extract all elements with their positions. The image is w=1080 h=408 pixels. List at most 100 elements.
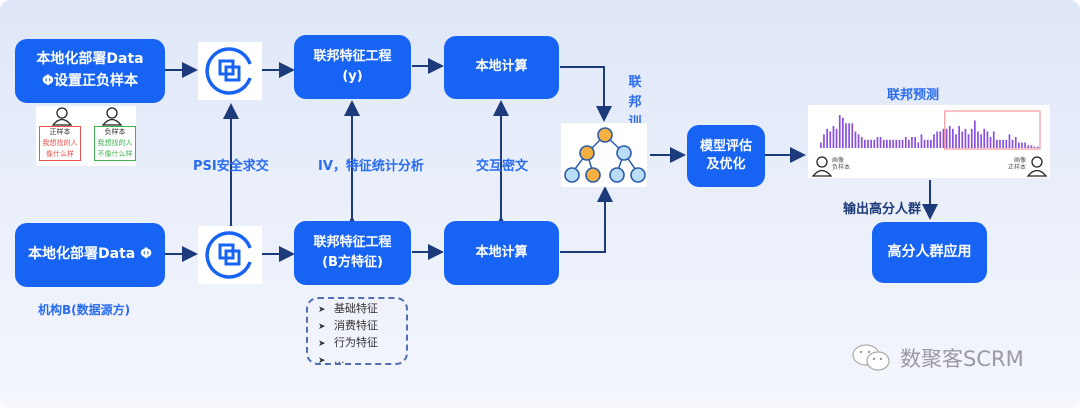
- histogram-bar: [864, 139, 866, 149]
- histogram-bar: [939, 131, 942, 148]
- histogram-bar: [964, 128, 967, 149]
- histogram-bar: [1018, 142, 1020, 148]
- histogram-bar: [933, 134, 935, 149]
- positive-sample-card: 正样本 我想找的人 像什么样: [39, 126, 81, 161]
- fed-predict-label: 联邦预测: [887, 88, 940, 103]
- histogram-bar: [930, 139, 932, 149]
- negative-portrait-caption: 画像负样本: [832, 157, 851, 171]
- histogram-bar: [1033, 146, 1036, 148]
- histogram-bar: [854, 131, 857, 148]
- histogram-bar: [923, 139, 926, 149]
- histogram-bar: [876, 137, 879, 148]
- brand-watermark: 数聚客SCRM: [850, 343, 1024, 373]
- arrow-compute-top-to-tree: [560, 66, 612, 122]
- histogram-bar: [1002, 139, 1004, 149]
- psi-label: PSI安全求交: [193, 159, 269, 174]
- histogram-bar: [892, 139, 894, 149]
- model-eval-line1: 模型评估: [699, 138, 752, 154]
- fe-bottom-line2: (B方特征): [322, 255, 383, 270]
- fe-top-box: 联邦特征工程 (y): [294, 35, 411, 99]
- compute-bottom-box: 本地计算: [444, 221, 559, 285]
- histogram-bar: [926, 139, 929, 149]
- histogram-bar: [823, 134, 825, 149]
- histogram-bar: [895, 139, 898, 149]
- histogram-bar: [952, 128, 954, 149]
- histogram-bar: [904, 137, 907, 148]
- local-data-b-label: 本地化部署Data Φ: [28, 246, 152, 263]
- histogram-bar: [879, 137, 882, 148]
- arrow-bullet-icon: ➤: [318, 322, 326, 332]
- feature-item: ➤行为特征: [318, 335, 406, 352]
- histogram-bar: [980, 134, 982, 149]
- histogram-bar: [961, 131, 964, 148]
- model-eval-box: 模型评估 及优化: [687, 125, 765, 187]
- positive-portrait-icon: [1026, 156, 1048, 177]
- histogram-bar: [989, 137, 992, 148]
- compute-top-label: 本地计算: [475, 59, 528, 75]
- histogram-bar: [996, 139, 998, 149]
- local-data-b-box: 本地化部署Data Φ: [15, 223, 165, 287]
- compute-bottom-label: 本地计算: [475, 244, 528, 260]
- negative-sample-line1: 我想找的人: [97, 139, 133, 147]
- highlight-box: [944, 110, 1041, 150]
- arrow-compute-bottom-to-tree: [560, 186, 613, 253]
- histogram-bar: [983, 128, 986, 149]
- output-label: 输出高分人群: [843, 202, 922, 217]
- org-b-label: 机构B(数据源方): [38, 303, 131, 317]
- histogram-bar: [955, 134, 957, 149]
- arrow-bullet-icon: ➤: [318, 356, 326, 366]
- histogram-bar: [848, 123, 850, 149]
- histogram-bar: [857, 134, 860, 149]
- exchange-label: 交互密文: [476, 159, 529, 174]
- fe-top-line1: 联邦特征工程: [313, 48, 392, 64]
- histogram-bar: [908, 139, 910, 149]
- feature-list: ➤基础特征 ➤消费特征 ➤行为特征 ➤...: [306, 297, 408, 366]
- positive-sample-title: 正样本: [49, 128, 71, 136]
- positive-sample-line1: 我想找的人: [42, 139, 78, 147]
- iv-label: IV，特征统计分析: [318, 159, 424, 174]
- histogram-bar: [936, 131, 938, 148]
- negative-sample-line2: 不像什么样: [97, 150, 133, 158]
- high-score-app-label: 高分人群应用: [887, 243, 972, 260]
- local-data-a-line2: Φ设置正负样本: [42, 73, 138, 89]
- feature-item: ➤基础特征: [318, 301, 406, 318]
- psi-icon-top: [198, 42, 262, 100]
- tree-icon: [561, 123, 647, 187]
- high-score-app-box: 高分人群应用: [872, 222, 987, 283]
- histogram-bar: [1024, 142, 1026, 148]
- histogram-bar: [1036, 146, 1039, 148]
- fe-bottom-box: 联邦特征工程 (B方特征): [294, 221, 411, 285]
- prediction-chart: 画像负样本 画像正样本: [808, 105, 1050, 178]
- histogram-bar: [917, 142, 920, 148]
- fe-top-line2: (y): [342, 69, 363, 84]
- histogram-bar: [898, 139, 901, 149]
- histogram-bar: [977, 131, 979, 148]
- histogram-bar: [1011, 139, 1014, 149]
- negative-sample-card: 负样本 我想找的人 不像什么样: [94, 126, 136, 161]
- histogram-bar: [842, 117, 844, 149]
- histogram-bar: [999, 139, 1001, 149]
- histogram-bar: [1030, 145, 1033, 149]
- histogram-bar: [920, 134, 923, 149]
- local-data-a-line1: 本地化部署Data: [36, 51, 144, 68]
- feature-item: ➤消费特征: [318, 318, 406, 335]
- histogram-bar: [1014, 137, 1017, 148]
- histogram-bar: [845, 123, 847, 149]
- histogram-bar: [948, 126, 951, 148]
- histogram-bar: [1005, 139, 1008, 149]
- histogram-bar: [889, 139, 891, 149]
- local-data-a-box: 本地化部署Data Φ设置正负样本: [15, 39, 165, 103]
- histogram-bar: [901, 139, 904, 149]
- histogram-bar: [1021, 142, 1023, 148]
- histogram-bar: [970, 128, 973, 149]
- histogram-bar: [873, 139, 876, 149]
- brand-text: 数聚客SCRM: [900, 347, 1024, 371]
- histogram-bar: [1027, 145, 1030, 149]
- histogram-bar: [986, 131, 989, 148]
- wechat-icon: [852, 344, 890, 371]
- histogram-bar: [838, 115, 841, 148]
- histogram-bar: [942, 128, 945, 149]
- histogram-bar: [832, 126, 835, 148]
